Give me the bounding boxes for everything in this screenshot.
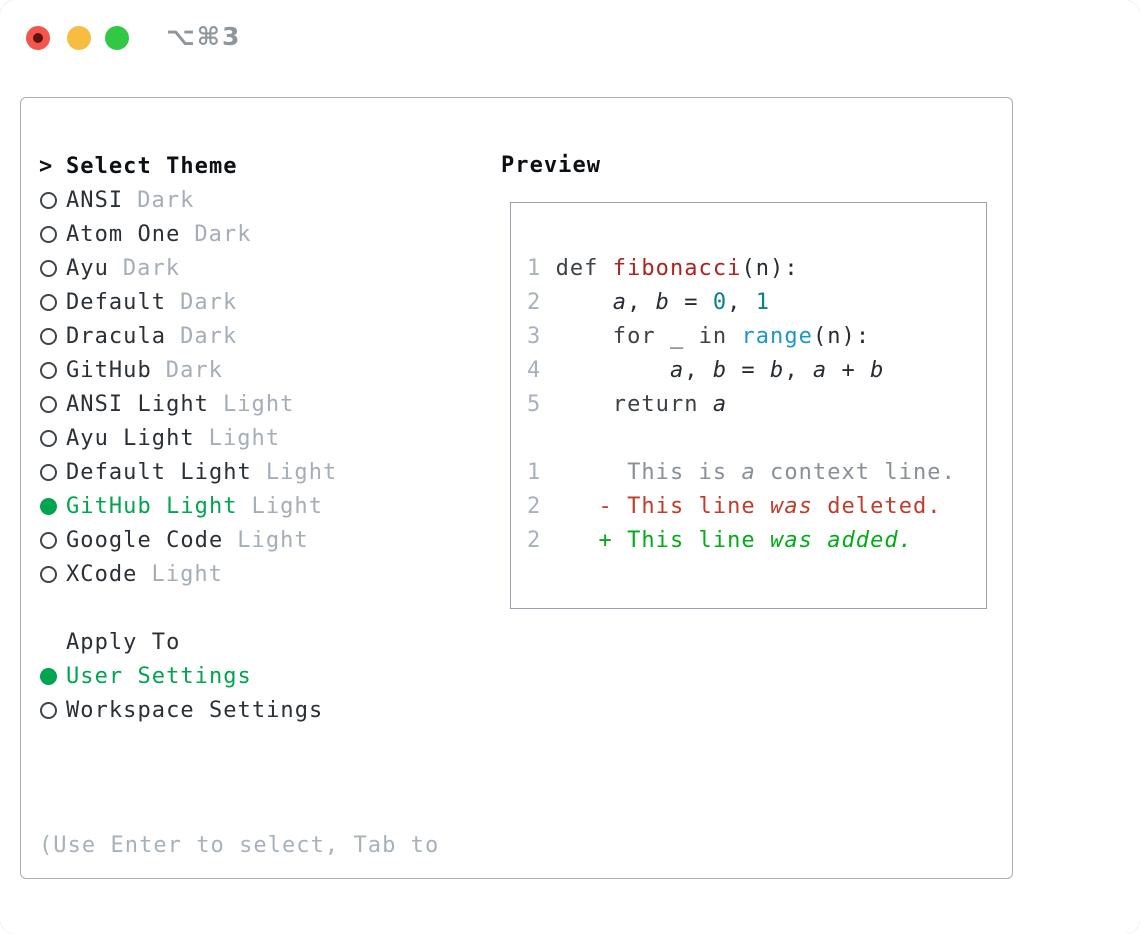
code-line-5: 5 return a bbox=[527, 392, 728, 417]
theme-option-atom-one-dark[interactable]: Atom One Dark bbox=[39, 217, 489, 251]
theme-variant: Dark bbox=[180, 323, 238, 349]
theme-option-github-dark[interactable]: GitHub Dark bbox=[39, 353, 489, 387]
theme-variant: Light bbox=[251, 493, 324, 519]
preview-title: Preview bbox=[501, 153, 602, 178]
theme-option-ayu-dark[interactable]: Ayu Dark bbox=[39, 251, 489, 285]
theme-option-xcode-light[interactable]: XCode Light bbox=[39, 557, 489, 591]
help-text: (Use Enter to select, Tab to change focu… bbox=[39, 761, 479, 934]
theme-variant: Dark bbox=[137, 187, 195, 213]
theme-option-google-code-light[interactable]: Google Code Light bbox=[39, 523, 489, 557]
theme-variant: Dark bbox=[194, 221, 252, 247]
radio-icon bbox=[40, 225, 57, 243]
theme-variant: Dark bbox=[122, 255, 181, 281]
radio-icon bbox=[40, 259, 57, 277]
close-button[interactable] bbox=[26, 26, 50, 50]
theme-option-dracula-dark[interactable]: Dracula Dark bbox=[39, 319, 489, 353]
theme-list-title: Select Theme bbox=[66, 153, 238, 179]
code-line-2: 2 a, b = 0, 1 bbox=[527, 290, 771, 315]
apply-option-user-settings[interactable]: User Settings bbox=[39, 659, 489, 693]
theme-option-default-dark[interactable]: Default Dark bbox=[39, 285, 489, 319]
radio-icon bbox=[40, 701, 57, 719]
window-title: ⌥⌘3 bbox=[166, 22, 242, 51]
theme-list: > Select Theme ANSI Dark Atom One Dark A… bbox=[39, 149, 489, 591]
apply-to-header-row: Apply To bbox=[39, 625, 489, 659]
apply-to-section: Apply To User Settings Workspace Setting… bbox=[39, 625, 489, 727]
radio-icon bbox=[40, 429, 57, 447]
code-line-1: 1 def fibonacci(n): bbox=[527, 256, 799, 281]
theme-option-github-light[interactable]: GitHub Light Light bbox=[39, 489, 489, 523]
minimize-button[interactable] bbox=[67, 26, 91, 50]
theme-variant: Dark bbox=[165, 357, 223, 383]
diff-added-line: 2 + This line was added. bbox=[527, 528, 913, 553]
radio-icon bbox=[40, 293, 57, 311]
code-line-3: 3 for _ in range(n): bbox=[527, 324, 871, 349]
radio-selected-icon bbox=[40, 667, 57, 685]
code-line-blank bbox=[527, 422, 986, 456]
zoom-button[interactable] bbox=[105, 26, 129, 50]
radio-icon bbox=[40, 463, 57, 481]
preview-code-box: 1 def fibonacci(n): 2 a, b = 0, 1 3 for … bbox=[510, 202, 987, 609]
help-line-1: (Use Enter to select, Tab to bbox=[39, 833, 440, 858]
code-line-4: 4 a, b = b, a + b bbox=[527, 358, 885, 383]
apply-option-workspace-settings[interactable]: Workspace Settings bbox=[39, 693, 489, 727]
radio-selected-icon bbox=[40, 497, 57, 515]
theme-selector-panel: > Select Theme ANSI Dark Atom One Dark A… bbox=[20, 97, 1013, 879]
theme-option-default-light[interactable]: Default Light Light bbox=[39, 455, 489, 489]
theme-variant: Light bbox=[237, 527, 309, 553]
radio-icon bbox=[40, 361, 57, 379]
diff-deleted-line: 2 - This line was deleted. bbox=[527, 494, 942, 519]
theme-option-ansi-light[interactable]: ANSI Light Light bbox=[39, 387, 489, 421]
theme-option-ansi-dark[interactable]: ANSI Dark bbox=[39, 183, 489, 217]
apply-to-title: Apply To bbox=[66, 629, 181, 655]
radio-icon bbox=[40, 191, 57, 209]
diff-context-line: 1 This is a context line. bbox=[527, 460, 956, 485]
cursor-icon: > bbox=[39, 153, 53, 179]
theme-variant: Light bbox=[265, 459, 338, 485]
theme-list-header: > Select Theme bbox=[39, 149, 489, 183]
radio-icon bbox=[40, 395, 57, 413]
theme-variant: Light bbox=[208, 425, 281, 451]
radio-icon bbox=[40, 531, 57, 549]
titlebar: ⌥⌘3 bbox=[0, 0, 1140, 76]
theme-variant: Light bbox=[151, 561, 223, 587]
theme-variant: Dark bbox=[180, 289, 238, 315]
theme-option-ayu-light[interactable]: Ayu Light Light bbox=[39, 421, 489, 455]
radio-icon bbox=[40, 327, 57, 345]
theme-variant: Light bbox=[222, 391, 295, 417]
radio-icon bbox=[40, 565, 57, 583]
